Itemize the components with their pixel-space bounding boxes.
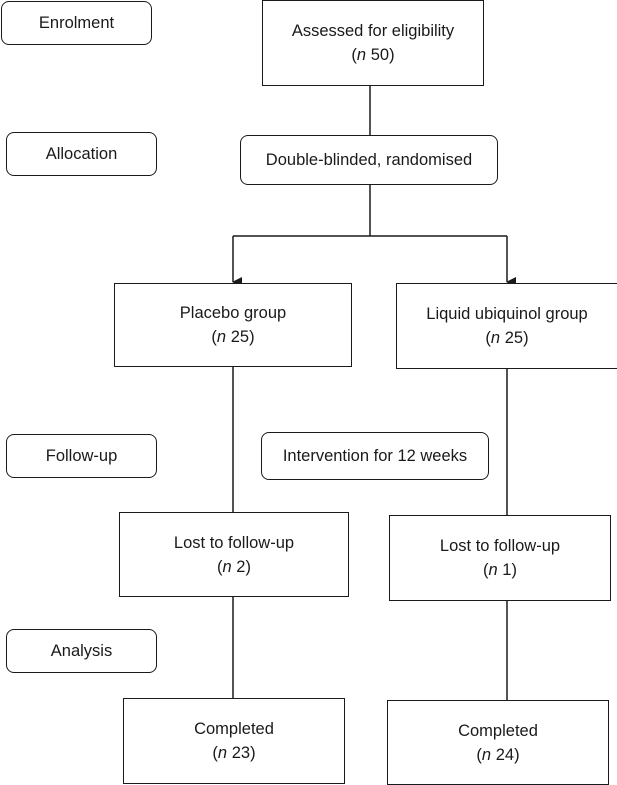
ubiquinol-lost-n-value: 1 xyxy=(502,561,512,579)
placebo-lost-count: (n 2) xyxy=(217,557,251,576)
assessed-label: Assessed for eligibility xyxy=(291,22,455,40)
stage-label-followup-text: Follow-up xyxy=(45,447,118,465)
assessed-n-value: 50 xyxy=(370,46,390,64)
placebo-completed-n-prefix: n xyxy=(217,744,228,762)
assessed-count: (n 50) xyxy=(351,46,395,64)
ubiquinol-lost-box: Lost to follow-up (n 1) xyxy=(389,515,611,601)
ubiquinol-completed-count: (n 24) xyxy=(476,745,520,764)
stage-label-analysis: Analysis xyxy=(6,629,157,673)
placebo-group-n-prefix: n xyxy=(216,328,227,346)
placebo-group-n-value: 25 xyxy=(230,328,250,346)
intervention-box: Intervention for 12 weeks xyxy=(261,432,489,480)
intervention-label: Intervention for 12 weeks xyxy=(282,447,468,465)
randomised-label: Double-blinded, randomised xyxy=(265,151,473,169)
placebo-lost-box: Lost to follow-up (n 2) xyxy=(119,512,349,597)
ubiquinol-group-n-value: 25 xyxy=(504,329,524,347)
assessed-box: Assessed for eligibility (n 50) xyxy=(262,0,484,86)
placebo-completed-count: (n 23) xyxy=(212,744,256,762)
placebo-group-box: Placebo group (n 25) xyxy=(114,283,352,367)
ubiquinol-completed-box: Completed (n 24) xyxy=(387,700,609,785)
placebo-lost-label: Lost to follow-up xyxy=(173,533,295,552)
stage-label-allocation-text: Allocation xyxy=(45,145,118,163)
placebo-lost-n-value: 2 xyxy=(236,557,246,576)
assessed-n-prefix: n xyxy=(356,46,367,64)
ubiquinol-completed-label: Completed xyxy=(458,721,538,740)
randomised-box: Double-blinded, randomised xyxy=(240,135,498,185)
ubiquinol-completed-n-prefix: n xyxy=(481,745,492,764)
stage-label-followup: Follow-up xyxy=(6,434,157,478)
stage-label-analysis-text: Analysis xyxy=(50,642,113,660)
placebo-group-count: (n 25) xyxy=(211,328,255,346)
placebo-completed-n-value: 23 xyxy=(231,744,251,762)
ubiquinol-lost-label: Lost to follow-up xyxy=(439,537,561,555)
ubiquinol-group-count: (n 25) xyxy=(485,329,529,347)
ubiquinol-group-n-prefix: n xyxy=(490,329,501,347)
placebo-completed-label: Completed xyxy=(194,720,274,738)
ubiquinol-lost-count: (n 1) xyxy=(483,561,517,579)
ubiquinol-group-box: Liquid ubiquinol group (n 25) xyxy=(396,283,617,369)
ubiquinol-completed-n-value: 24 xyxy=(495,745,515,764)
ubiquinol-lost-n-prefix: n xyxy=(488,561,498,579)
placebo-completed-box: Completed (n 23) xyxy=(123,698,345,784)
placebo-group-label: Placebo group xyxy=(179,304,287,322)
stage-label-enrolment-text: Enrolment xyxy=(38,14,115,32)
stage-label-allocation: Allocation xyxy=(6,132,157,176)
ubiquinol-group-label: Liquid ubiquinol group xyxy=(426,305,588,323)
stage-label-enrolment: Enrolment xyxy=(1,1,152,45)
placebo-lost-n-prefix: n xyxy=(222,557,232,576)
